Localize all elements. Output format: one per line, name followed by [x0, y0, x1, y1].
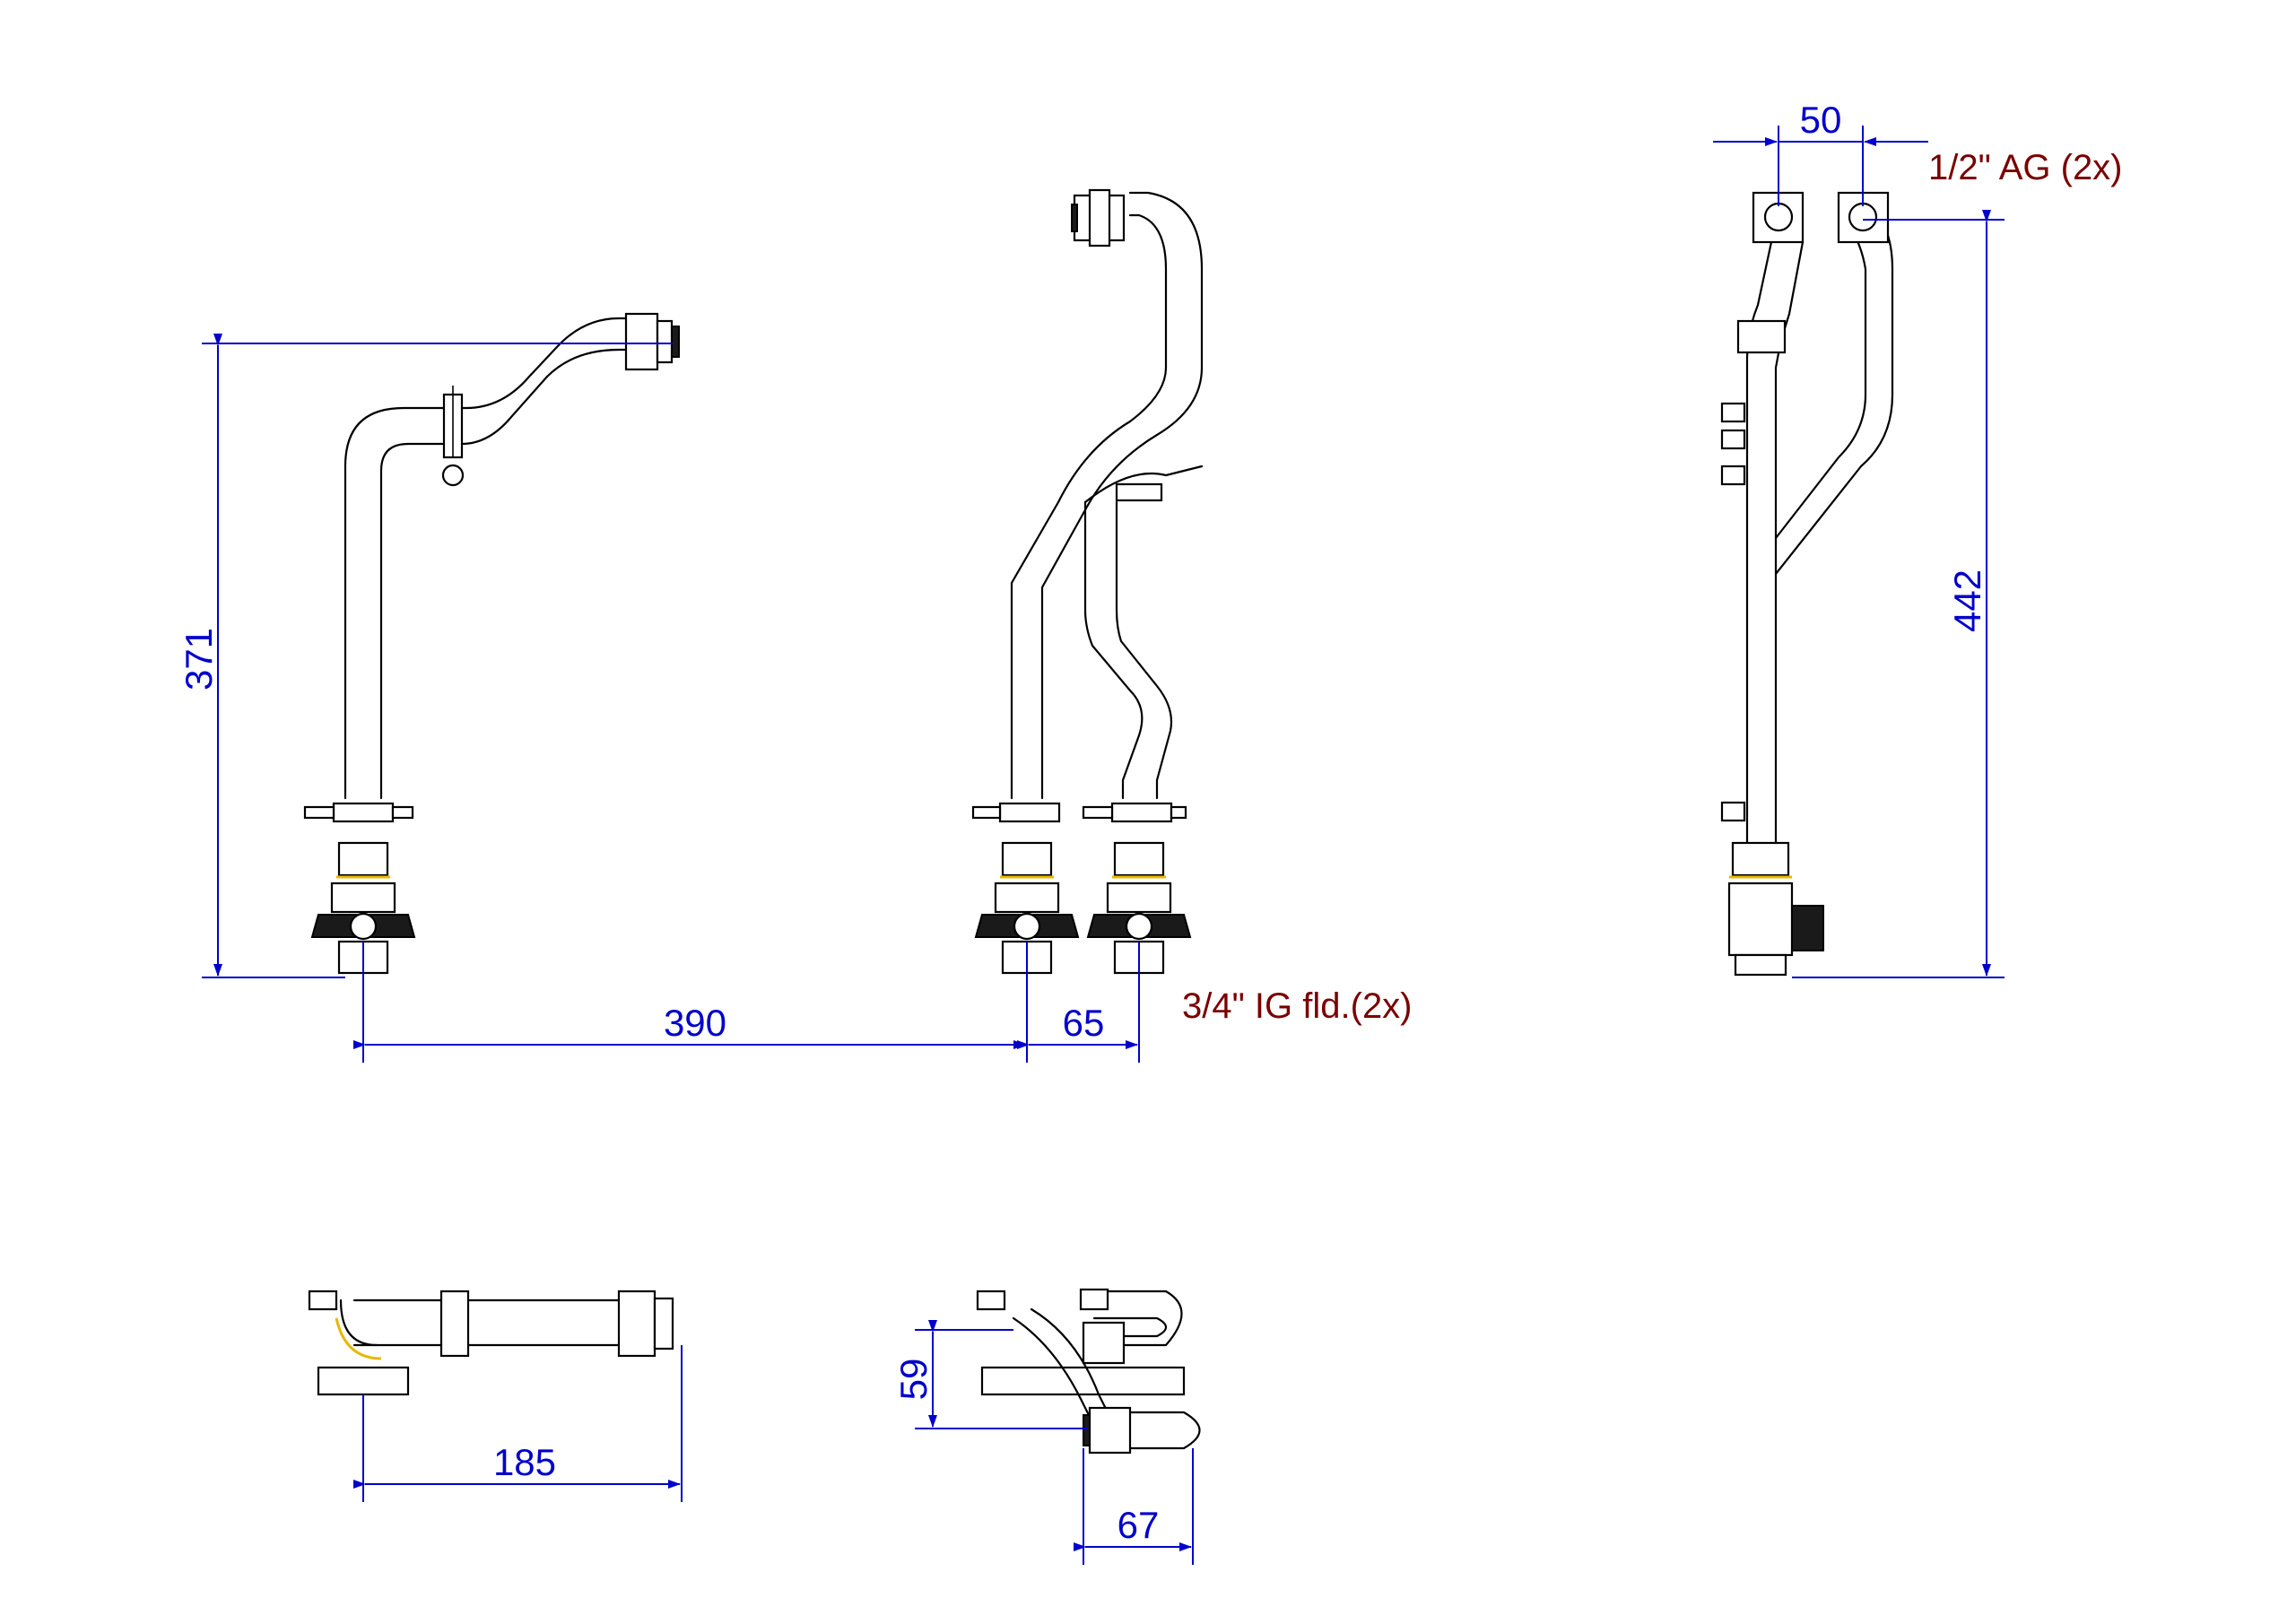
right-pipe-outer — [1083, 500, 1144, 800]
dim-50-label: 50 — [1800, 99, 1842, 141]
top-union-hex — [1088, 188, 1111, 248]
left-bracket — [998, 802, 1061, 823]
bracket — [332, 802, 395, 823]
union-nut — [624, 312, 659, 371]
dim-width-67: 67 — [1074, 1448, 1194, 1565]
left-pipe-outer — [1010, 213, 1168, 800]
dim-height-right: 442 — [1792, 210, 2005, 978]
bracket-ear-right — [391, 805, 414, 820]
dim-height-left: 371 — [178, 334, 673, 978]
top-union-end — [1071, 204, 1078, 232]
note-bottom-connection: 3/4" IG fld.(2x) — [1182, 986, 1413, 1026]
valve-body — [330, 881, 396, 914]
view-double-pipe-front — [971, 188, 1204, 975]
left-pipe-inner — [1040, 191, 1204, 800]
top-union-single — [617, 1290, 657, 1358]
view-top-single — [308, 1290, 674, 1396]
dim-horizontal-390-65: 390 65 — [353, 942, 1140, 1063]
top-valves-double — [980, 1366, 1186, 1396]
dim-65-label: 65 — [1063, 1002, 1105, 1044]
top-valve-single — [317, 1366, 410, 1396]
dim-59-label: 59 — [892, 1359, 935, 1401]
clamp-screw — [441, 464, 465, 487]
dim-390-label: 390 — [664, 1002, 726, 1044]
side-valve-handle — [1791, 905, 1824, 951]
dim-height-left-label: 371 — [178, 628, 220, 690]
right-pipe-inner — [1115, 500, 1173, 800]
valve-stem — [349, 912, 378, 941]
hex-nut — [337, 841, 389, 877]
pipe-outline-inner — [379, 348, 648, 800]
bracket-ear-left — [303, 805, 335, 820]
view-single-pipe-front — [303, 312, 680, 975]
outlet-union-double — [1088, 1406, 1132, 1455]
dim-height-right-label: 442 — [1946, 569, 1988, 632]
dim-67-label: 67 — [1118, 1504, 1160, 1546]
right-bracket — [1110, 802, 1173, 823]
union-end — [671, 326, 680, 358]
union-thread — [656, 319, 674, 364]
top-clamp-single — [439, 1290, 470, 1358]
note-top-connection: 1/2" AG (2x) — [1928, 148, 2123, 187]
mid-union-double — [1082, 1321, 1126, 1365]
dim-185-label: 185 — [493, 1441, 556, 1483]
mid-clamp — [1115, 482, 1163, 502]
pipe-outline-outer — [344, 317, 648, 800]
dim-width-185: 185 — [353, 1345, 683, 1502]
dim-depth-59: 59 — [892, 1320, 1087, 1429]
dim-width-top-50: 50 — [1713, 99, 1928, 206]
view-side — [1720, 191, 1894, 977]
side-mid-union — [1736, 319, 1787, 354]
side-valve-body — [1727, 881, 1794, 957]
view-top-double — [976, 1288, 1201, 1455]
